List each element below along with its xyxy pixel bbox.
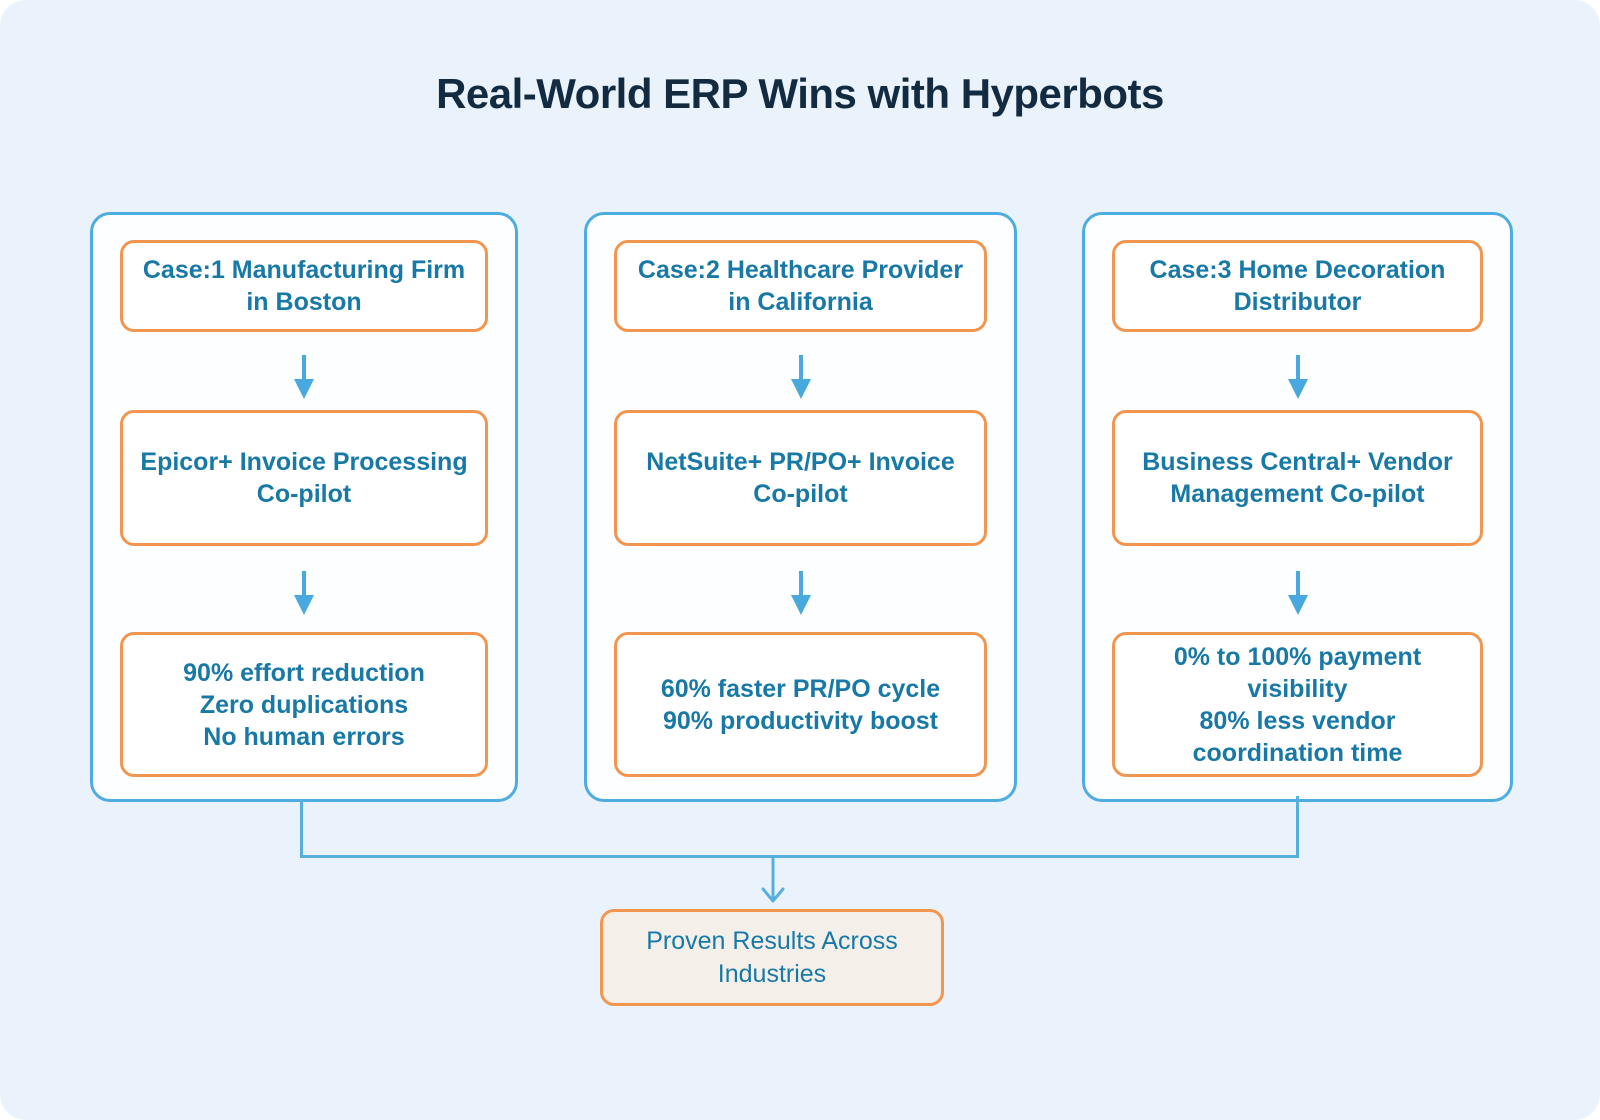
arrow-down-icon [294, 355, 314, 399]
results-text: 60% faster PR/PO cycle 90% productivity … [660, 674, 941, 735]
arrow-down-icon [1287, 355, 1308, 399]
conclusion-text: Proven Results Across Industries [646, 927, 898, 988]
results-box: 60% faster PR/PO cycle 90% productivity … [614, 632, 987, 777]
connector-line-horizontal [300, 855, 1299, 858]
case-title-box: Case:1 Manufacturing Firm in Boston [120, 240, 488, 332]
connector-line-right [1296, 796, 1299, 857]
case-column-2: Case:2 Healthcare Provider in California… [584, 212, 1017, 802]
page-title: Real-World ERP Wins with Hyperbots [436, 70, 1164, 117]
case-title-text: Case:3 Home Decoration Distributor [1149, 256, 1446, 316]
conclusion-box: Proven Results Across Industries [600, 909, 944, 1006]
arrow-down-icon [790, 571, 811, 615]
solution-text: Epicor+ Invoice Processing Co-pilot [140, 448, 468, 508]
arrow-down-icon [1287, 571, 1308, 615]
solution-box: NetSuite+ PR/PO+ Invoice Co-pilot [614, 410, 987, 546]
results-box: 0% to 100% payment visibility 80% less v… [1112, 632, 1483, 777]
case-title-box: Case:3 Home Decoration Distributor [1112, 240, 1483, 332]
arrow-down-icon [294, 571, 314, 615]
solution-text: NetSuite+ PR/PO+ Invoice Co-pilot [646, 448, 955, 508]
results-text: 0% to 100% payment visibility 80% less v… [1173, 642, 1422, 767]
case-title-text: Case:2 Healthcare Provider in California [637, 256, 964, 316]
case-column-3: Case:3 Home Decoration Distributor Busin… [1082, 212, 1513, 802]
connector-line-left [300, 800, 303, 857]
solution-text: Business Central+ Vendor Management Co-p… [1142, 448, 1453, 508]
case-title-text: Case:1 Manufacturing Firm in Boston [142, 256, 466, 316]
arrow-down-icon [761, 856, 785, 903]
case-column-1: Case:1 Manufacturing Firm in Boston Epic… [90, 212, 518, 802]
case-title-box: Case:2 Healthcare Provider in California [614, 240, 987, 332]
solution-box: Business Central+ Vendor Management Co-p… [1112, 410, 1483, 546]
results-box: 90% effort reduction Zero duplications N… [120, 632, 488, 777]
solution-box: Epicor+ Invoice Processing Co-pilot [120, 410, 488, 546]
results-text: 90% effort reduction Zero duplications N… [183, 658, 425, 751]
arrow-down-icon [790, 355, 811, 399]
